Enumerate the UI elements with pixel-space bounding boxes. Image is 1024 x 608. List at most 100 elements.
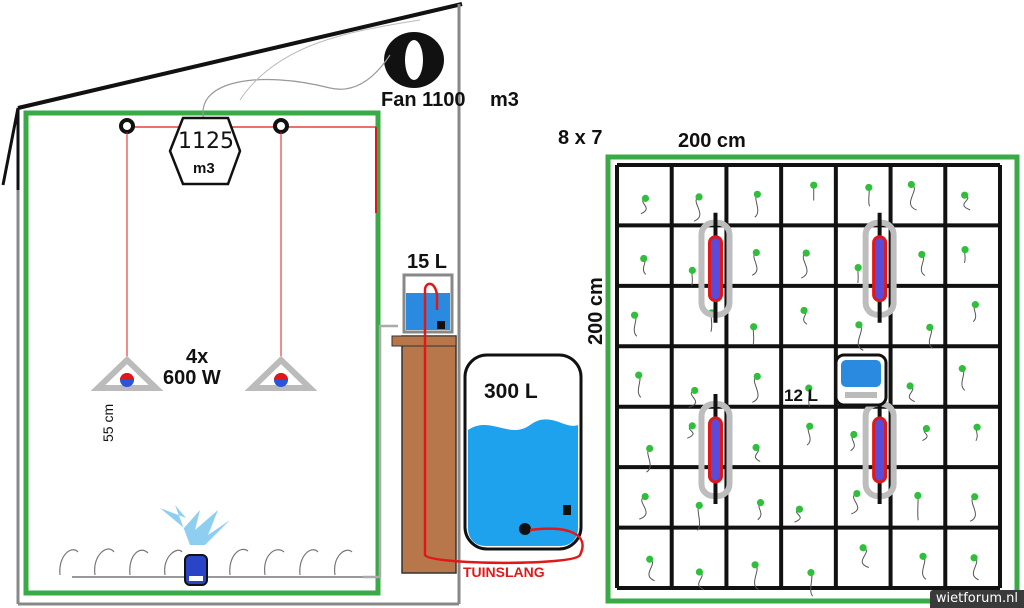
lamp-reflector-icon xyxy=(862,212,897,323)
plant-dot xyxy=(751,561,759,569)
room-side-view xyxy=(1,2,463,606)
plant-dot xyxy=(688,422,696,430)
drip-wire xyxy=(800,252,808,279)
plant-dot xyxy=(695,501,703,509)
tank-15l-pump-icon xyxy=(437,321,445,329)
plant-dot xyxy=(753,372,761,381)
plant-dot xyxy=(926,323,934,331)
plant-dot xyxy=(918,250,926,259)
plan-tent-border xyxy=(605,154,1020,604)
grid-size-label: 8 x 7 xyxy=(558,127,603,149)
hanger-left xyxy=(119,118,135,134)
plant-dot xyxy=(810,181,818,189)
plant-dot xyxy=(971,301,979,309)
plant-dot xyxy=(752,248,760,257)
plan-lamps xyxy=(698,212,897,504)
plant-dot xyxy=(635,371,643,379)
plant-dot xyxy=(922,424,931,433)
humidifier-icon xyxy=(160,505,230,586)
plant-dot xyxy=(973,423,981,431)
lamp-tube xyxy=(707,235,723,303)
lamp-reflector-icon xyxy=(862,393,897,504)
center-tank-label: 12 L xyxy=(784,386,819,405)
plant-dot xyxy=(646,555,654,563)
lamp-tube xyxy=(872,235,888,303)
fan-icon xyxy=(384,32,444,88)
lamp-tube xyxy=(707,416,723,484)
drip-wire xyxy=(910,184,917,211)
plant-dot xyxy=(970,554,978,562)
drip-wire xyxy=(917,495,919,521)
lamps-power: 600 W xyxy=(163,367,221,389)
reservoir-section xyxy=(391,273,584,574)
plant-dot xyxy=(806,422,814,430)
plant-dot xyxy=(802,249,810,257)
feed-pipe xyxy=(363,324,398,579)
plant-dot xyxy=(646,444,654,453)
plant-dot xyxy=(688,266,696,274)
plan-plants xyxy=(630,180,981,577)
plant-dot xyxy=(971,493,979,501)
plant-dot xyxy=(807,569,815,577)
watermark: wietforum.nl xyxy=(929,590,1024,608)
carbon-filter-icon xyxy=(168,116,242,186)
plan-height-label: 200 cm xyxy=(585,277,607,345)
plant-dot xyxy=(795,505,804,513)
lamps-count: 4x xyxy=(186,346,209,368)
lamp-left-icon xyxy=(90,355,164,391)
plant-dot xyxy=(641,492,649,501)
plant-dot xyxy=(854,263,862,272)
hanger-right xyxy=(273,118,289,134)
plan-width-label: 200 cm xyxy=(678,130,746,152)
drip-wire xyxy=(693,196,701,222)
tank-300l-water xyxy=(468,419,578,546)
lamp-right-icon xyxy=(244,355,318,391)
plant-dot xyxy=(865,183,873,192)
plant-dot xyxy=(695,568,704,576)
center-tank-icon xyxy=(834,353,888,407)
drip-wire xyxy=(754,564,759,591)
lamp-tube xyxy=(872,416,888,484)
plant-dot xyxy=(855,321,863,329)
fan-unit: m3 xyxy=(490,89,519,111)
garden-hose xyxy=(423,282,584,565)
plant-dot xyxy=(805,384,813,392)
plant-dot xyxy=(919,552,927,560)
plant-dot xyxy=(691,386,699,395)
plant-dot xyxy=(850,430,858,439)
plant-dot xyxy=(914,491,922,500)
duct-hose-2 xyxy=(239,19,421,101)
plant-dot xyxy=(800,306,808,315)
plant-dot xyxy=(750,323,758,331)
plan-grid xyxy=(615,163,1002,590)
filter-unit: m3 xyxy=(193,160,215,177)
fan-label: Fan 1100 xyxy=(381,89,466,111)
hose-label: TUINSLANG xyxy=(463,564,545,580)
tank-300l-sensor-icon xyxy=(563,505,571,515)
duct-hose xyxy=(202,54,391,125)
roof-edge xyxy=(1,107,20,190)
roof-line xyxy=(17,2,463,110)
tank-15l-label: 15 L xyxy=(407,251,448,273)
grow-tent xyxy=(23,110,381,596)
plant-dot xyxy=(859,544,867,552)
plant-dot xyxy=(640,254,648,263)
floor-plan xyxy=(605,154,1020,604)
tank-300l-pump-icon xyxy=(519,523,531,535)
drip-wire xyxy=(969,496,976,522)
plant-dot xyxy=(958,365,966,373)
lamp-height-label: 55 cm xyxy=(100,403,116,442)
plants-side-view xyxy=(59,548,353,576)
plant-dot xyxy=(853,489,861,498)
plant-dot xyxy=(906,382,914,390)
drip-wire xyxy=(752,375,759,403)
plant-dot xyxy=(695,193,703,201)
plant-dot xyxy=(907,180,915,189)
plant-dot xyxy=(641,194,650,202)
plant-dot xyxy=(753,190,761,198)
lamp-reflector-icon xyxy=(698,393,733,504)
plant-dot xyxy=(961,246,969,254)
filter-value: 1125 xyxy=(178,129,234,154)
plant-dot xyxy=(630,311,639,319)
